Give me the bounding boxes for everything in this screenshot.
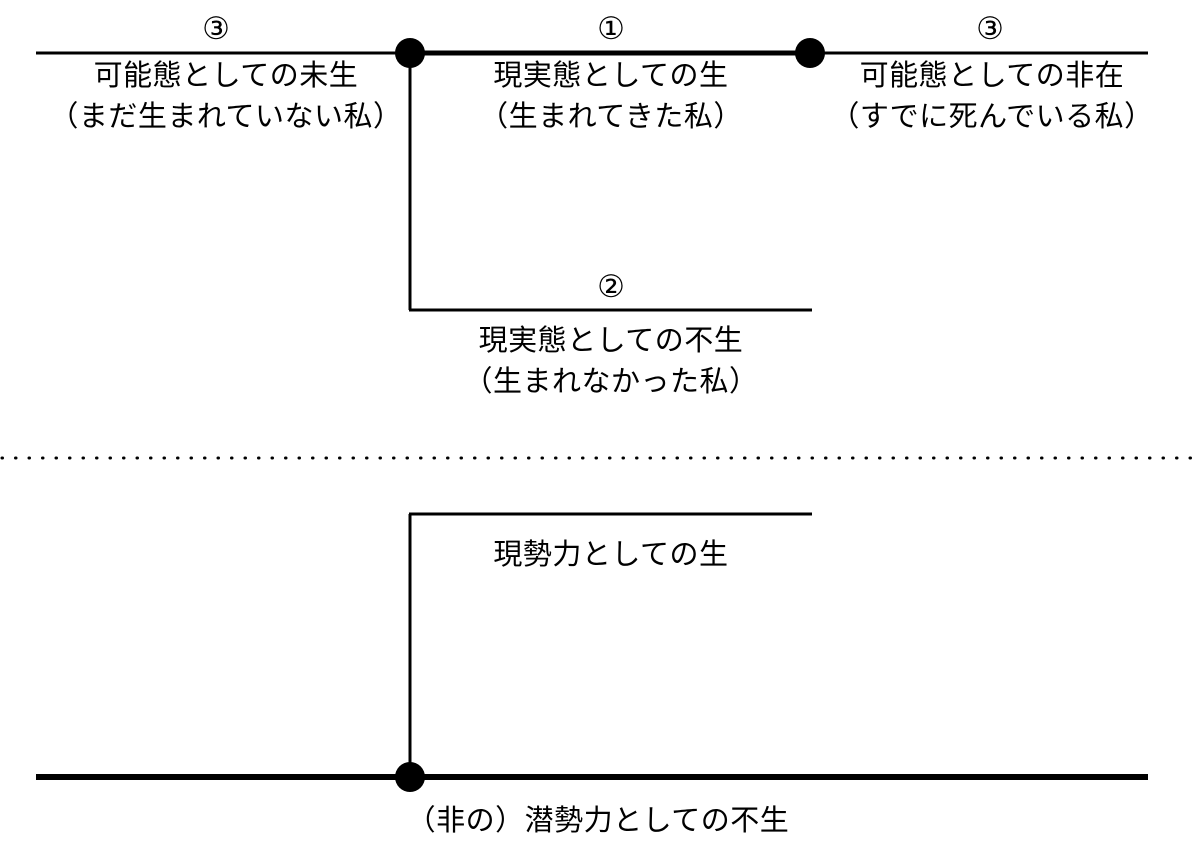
node-birth bbox=[395, 38, 425, 68]
marker-upper-branch: ② bbox=[597, 269, 625, 305]
label-lower-branch: 現勢力としての生 bbox=[493, 537, 729, 571]
node-death bbox=[795, 38, 825, 68]
label-upper-middle-line2: （生まれてきた私） bbox=[479, 99, 743, 134]
marker-upper-right: ③ bbox=[976, 11, 1004, 47]
label-upper-left-line2: （まだ生まれていない私） bbox=[49, 99, 403, 134]
label-upper-left-line1: 可能態としての未生 bbox=[93, 58, 359, 92]
label-upper-right-line2: （すでに死んでいる私） bbox=[830, 99, 1154, 134]
marker-upper-middle: ① bbox=[597, 11, 625, 47]
label-upper-middle: 現実態としての生 （生まれてきた私） bbox=[479, 55, 743, 137]
label-lower-base: （非の）潜勢力としての不生 bbox=[406, 803, 790, 837]
label-upper-right: 可能態としての非在 （すでに死んでいる私） bbox=[830, 55, 1153, 137]
label-upper-branch-line1: 現実態としての不生 bbox=[478, 323, 744, 357]
node-potentiality bbox=[395, 762, 425, 792]
label-upper-right-line1: 可能態としての非在 bbox=[859, 58, 1125, 92]
label-upper-branch-line2: （生まれなかった私） bbox=[463, 364, 759, 399]
label-upper-left: 可能態としての未生 （まだ生まれていない私） bbox=[49, 55, 402, 137]
label-upper-branch: 現実態としての不生 （生まれなかった私） bbox=[463, 320, 758, 402]
label-upper-middle-line1: 現実態としての生 bbox=[493, 58, 729, 92]
marker-upper-left: ③ bbox=[202, 11, 230, 47]
